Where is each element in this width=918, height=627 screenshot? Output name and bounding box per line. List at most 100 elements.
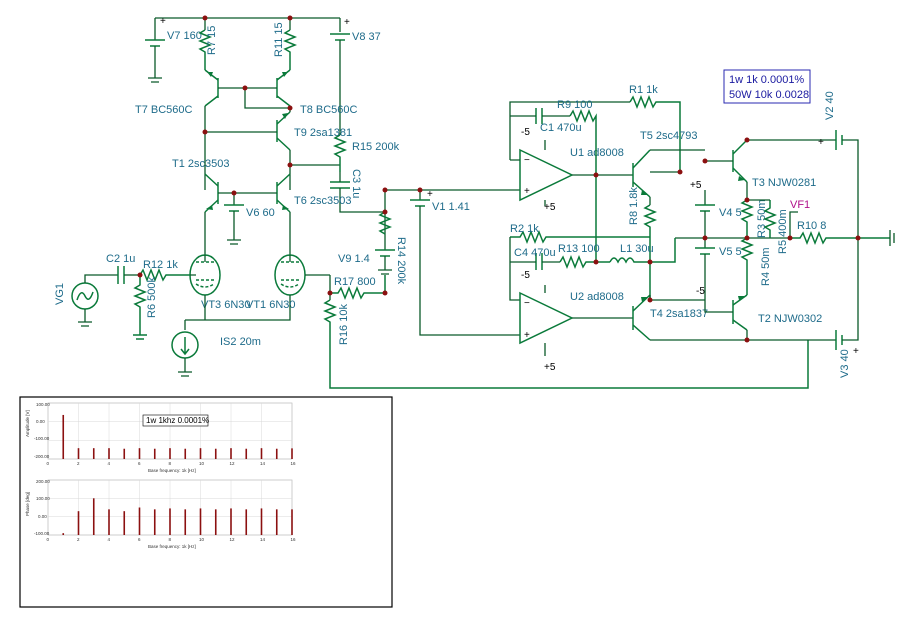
label-t7: T7 BC560C	[135, 104, 193, 116]
voltmeter-vf1[interactable]	[789, 211, 798, 238]
resistor-r14[interactable]	[377, 211, 393, 235]
resistor-r9[interactable]	[569, 108, 597, 262]
label-t1: T1 2sc3503	[172, 158, 229, 170]
transistor-t2[interactable]	[732, 294, 748, 331]
label-vg1: VG1	[54, 283, 66, 305]
junction-dots	[137, 15, 861, 343]
label-v4: V4 5	[719, 207, 742, 219]
label-t3: T3 NJW0281	[752, 177, 816, 189]
v8-plus-label: +	[344, 17, 350, 28]
u2-pos-supply: +5	[544, 362, 556, 373]
resistor-r2[interactable]	[510, 229, 650, 245]
resistor-r7[interactable]	[197, 29, 213, 70]
resistor-r10[interactable]	[790, 230, 890, 246]
battery-v6[interactable]	[224, 193, 244, 245]
resistor-r12[interactable]	[139, 267, 190, 283]
transistor-t4[interactable]	[632, 294, 651, 341]
label-r6: R6 500k	[146, 277, 158, 318]
label-vf1: VF1	[790, 199, 810, 211]
label-c3: C3 1u	[350, 169, 362, 198]
label-v9: V9 1.4	[338, 253, 370, 265]
label-v7: V7 160	[167, 30, 202, 42]
battery-v1[interactable]: +	[410, 189, 520, 336]
resistor-r6[interactable]	[132, 275, 148, 340]
current-source-is2[interactable]	[171, 331, 199, 377]
label-r2: R2 1k	[510, 223, 539, 235]
label-c1: C1 470u	[540, 122, 582, 134]
transistor-t6[interactable]	[276, 173, 291, 213]
phase-xtick: 12	[230, 537, 236, 542]
label-r1: R1 1k	[629, 84, 658, 96]
amplitude-xtick: 14	[260, 461, 266, 466]
phase-xtick: 16	[291, 537, 297, 542]
amp-ytick-2: -100.00	[34, 436, 50, 441]
amp-ytick-0: 100.00	[36, 402, 50, 407]
u1-neg-supply: -5	[521, 127, 530, 138]
phase-xtick: 10	[199, 537, 205, 542]
resistor-r8[interactable]	[642, 204, 658, 300]
battery-v8[interactable]: +	[330, 17, 350, 135]
tube-vt1[interactable]	[274, 254, 330, 305]
label-u1: U1 ad8008	[570, 147, 624, 159]
label-t5: T5 2sc4793	[640, 130, 697, 142]
capacitor-c3[interactable]	[330, 172, 385, 213]
tube-vt3[interactable]	[189, 254, 221, 305]
phase-xtick: 0	[47, 537, 50, 542]
resistor-r3[interactable]	[739, 199, 755, 238]
opamp-u2[interactable]: − +	[519, 285, 574, 356]
label-r9: R9 100	[557, 99, 592, 111]
resistor-r16[interactable]	[322, 299, 809, 389]
resistor-r1[interactable]	[629, 94, 681, 172]
label-r13: R13 100	[558, 243, 600, 255]
svg-text:−: −	[524, 155, 530, 166]
label-v6: V6 60	[246, 207, 275, 219]
label-t2: T2 NJW0302	[758, 313, 822, 325]
amplitude-xtick: 0	[47, 461, 50, 466]
transistor-t9[interactable]	[276, 111, 291, 151]
label-vt3: VT3 6N30	[201, 299, 251, 311]
label-v8: V8 37	[352, 31, 381, 43]
transistor-t5[interactable]	[632, 149, 651, 198]
label-v3: V3 40	[839, 349, 851, 378]
label-c2: C2 1u	[106, 253, 135, 265]
transistor-t8[interactable]	[276, 69, 291, 107]
resistor-r13[interactable]	[559, 254, 610, 270]
capacitor-c2[interactable]	[117, 266, 140, 284]
battery-v3[interactable]: +	[835, 295, 859, 357]
label-r15: R15 200k	[352, 141, 400, 153]
note-box: 1w 1k 0.0001% 50W 10k 0.0028	[723, 69, 811, 104]
resistor-r5[interactable]	[762, 200, 778, 238]
note-line-1: 1w 1k 0.0001%	[729, 74, 804, 86]
phase-xtick: 14	[260, 537, 266, 542]
v2-plus-label: +	[818, 137, 824, 148]
transistor-t1[interactable]	[204, 173, 219, 213]
label-r7: R7 15	[206, 26, 218, 55]
battery-v2[interactable]: +	[818, 130, 859, 295]
opamp-u1[interactable]: − +	[519, 140, 574, 206]
phase-ylabel: Phase [deg]	[25, 492, 30, 516]
label-u2: U2 ad8008	[570, 291, 624, 303]
amplitude-ylabel: Amplitude [V]	[25, 410, 30, 437]
transistor-t7[interactable]	[204, 69, 219, 107]
amplitude-xlabel: Base frequency: 1k [Hz]	[148, 468, 196, 473]
resistor-r4[interactable]	[739, 237, 755, 295]
battery-v4[interactable]	[695, 190, 715, 238]
signal-generator-vg1[interactable]	[71, 274, 118, 327]
battery-v7[interactable]: +	[145, 16, 166, 83]
transistor-t3[interactable]	[732, 139, 748, 183]
resistor-r15[interactable]	[332, 134, 348, 172]
amp-ytick-3: -200.00	[34, 454, 50, 459]
v3-plus-label: +	[853, 346, 859, 357]
label-r3: R3 50m	[756, 199, 768, 238]
battery-v5[interactable]	[695, 238, 715, 282]
amplitude-xtick: 2	[77, 461, 80, 466]
battery-v9[interactable]	[375, 190, 395, 275]
v7-plus-label: +	[160, 16, 166, 27]
resistor-r11[interactable]	[282, 29, 298, 70]
inductor-l1[interactable]	[609, 238, 676, 264]
amplitude-legend: 1w 1khz 0.0001%	[146, 416, 209, 425]
resistor-r17[interactable]	[330, 275, 386, 301]
amplitude-xtick: 8	[169, 461, 172, 466]
label-r4: R4 50m	[760, 247, 772, 286]
